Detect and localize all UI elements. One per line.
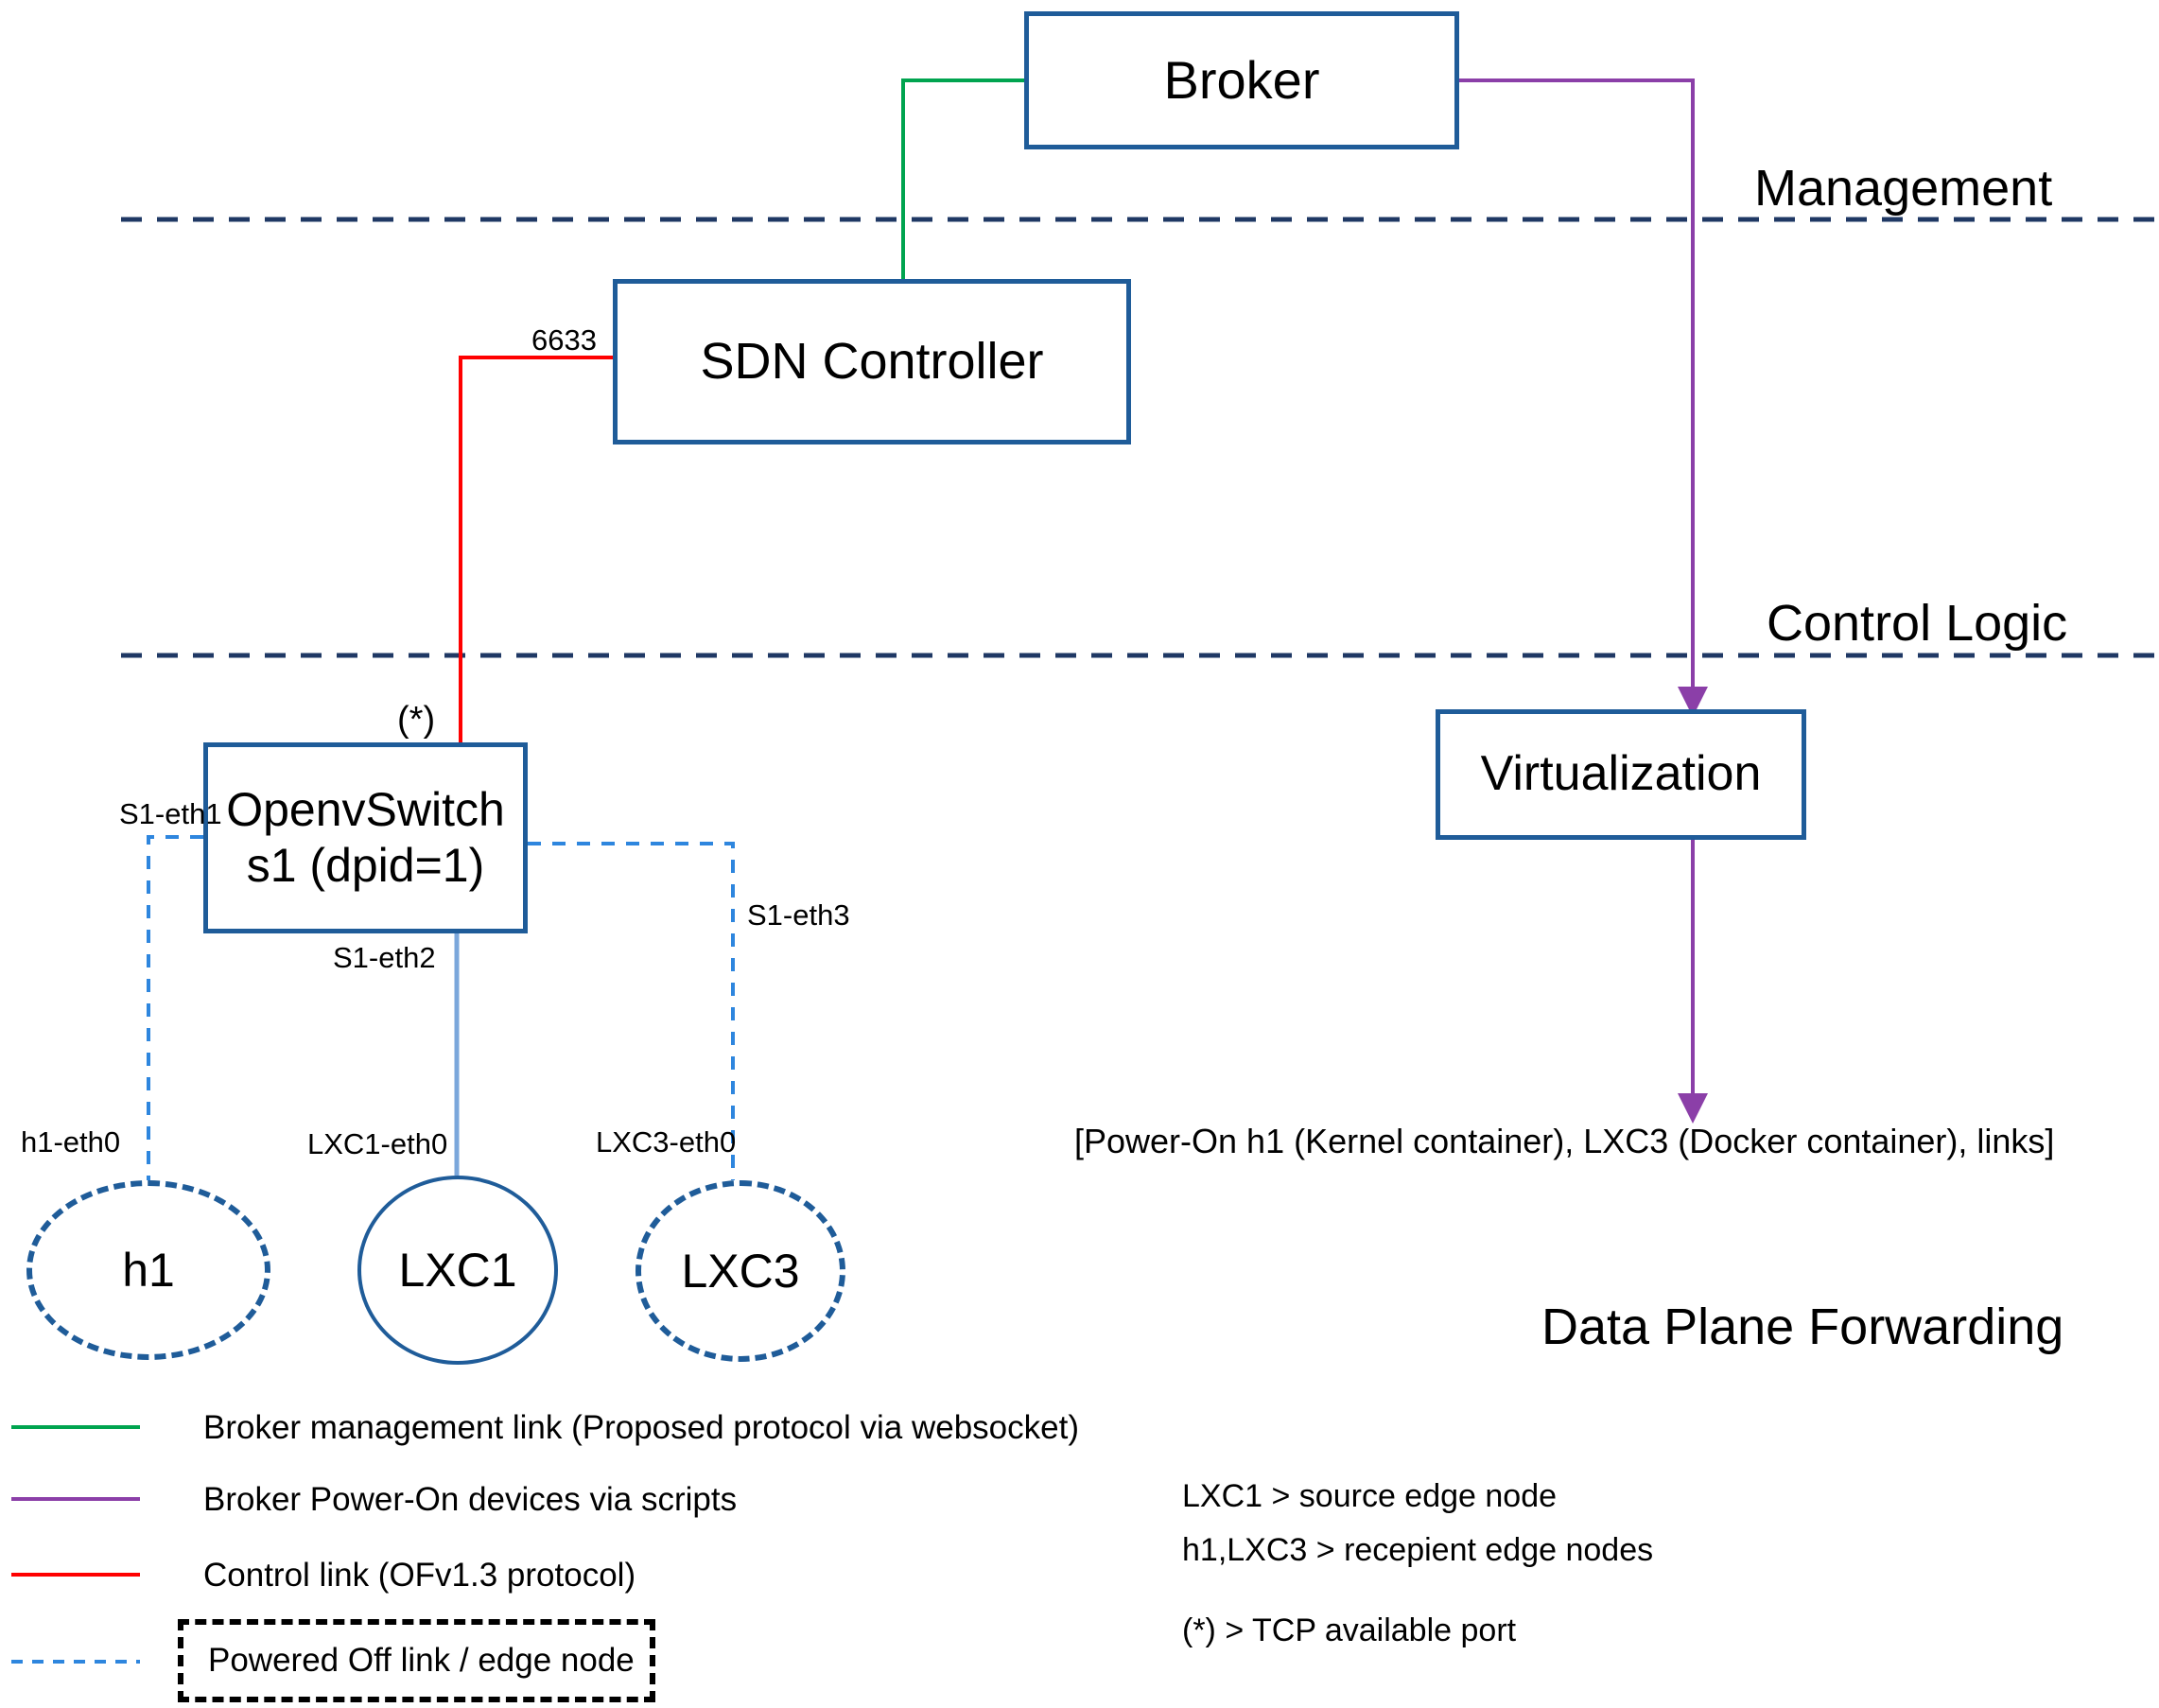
node-openvswitch-label-line2: s1 (dpid=1) (246, 839, 485, 892)
annotation-source-edge-node: LXC1 > source edge node (1182, 1478, 1558, 1514)
node-sdn-controller-label: SDN Controller (700, 332, 1044, 390)
plane-label-data-plane-forwarding: Data Plane Forwarding (1541, 1298, 2064, 1355)
node-virtualization[interactable]: Virtualization (1436, 709, 1806, 840)
edge-node-lxc3[interactable]: LXC3 (636, 1180, 845, 1362)
node-virtualization-label: Virtualization (1480, 746, 1762, 802)
legend-label-powered-off-link: Powered Off link / edge node (208, 1642, 635, 1679)
legend-label-control-link: Control link (OFv1.3 protocol) (203, 1557, 636, 1594)
legend-powered-off-box: Powered Off link / edge node (178, 1619, 655, 1702)
label-s1-eth1: S1-eth1 (119, 797, 222, 830)
annotation-recipient-edge-nodes: h1,LXC3 > recepient edge nodes (1182, 1532, 1654, 1568)
node-broker[interactable]: Broker (1024, 11, 1459, 149)
annotation-power-on-action: [Power-On h1 (Kernel container), LXC3 (D… (1074, 1122, 2055, 1160)
node-broker-label: Broker (1163, 49, 1320, 110)
label-lxc3-eth0: LXC3-eth0 (596, 1125, 737, 1159)
edge-node-h1[interactable]: h1 (26, 1180, 270, 1360)
plane-label-management: Management (1754, 160, 2053, 217)
link-broker-to-virtualization (1459, 78, 1708, 717)
label-switch-ctrl-port-star: (*) (397, 700, 436, 740)
label-s1-eth3: S1-eth3 (747, 898, 850, 932)
node-openvswitch[interactable]: OpenvSwitch s1 (dpid=1) (203, 742, 528, 933)
node-sdn-controller[interactable]: SDN Controller (613, 279, 1131, 444)
link-sdn-controller-to-switch (459, 356, 613, 742)
label-controller-port-6633: 6633 (531, 323, 597, 357)
legend-label-broker-management-link: Broker management link (Proposed protoco… (203, 1409, 1079, 1446)
node-openvswitch-label-line1: OpenvSwitch (226, 783, 505, 836)
edge-node-lxc3-label: LXC3 (681, 1245, 800, 1298)
label-s1-eth2: S1-eth2 (333, 941, 436, 974)
edge-node-lxc1[interactable]: LXC1 (357, 1176, 558, 1365)
label-lxc1-eth0: LXC1-eth0 (307, 1127, 448, 1160)
legend-label-broker-power-on-link: Broker Power-On devices via scripts (203, 1481, 738, 1518)
edge-node-h1-label: h1 (122, 1244, 175, 1297)
edge-node-lxc1-label: LXC1 (398, 1244, 517, 1297)
link-switch-to-h1 (147, 835, 203, 1180)
label-h1-eth0: h1-eth0 (21, 1125, 121, 1159)
annotation-tcp-available-port: (*) > TCP available port (1182, 1612, 1517, 1648)
plane-label-control-logic: Control Logic (1767, 595, 2068, 652)
link-broker-to-sdn-controller (901, 78, 1024, 284)
